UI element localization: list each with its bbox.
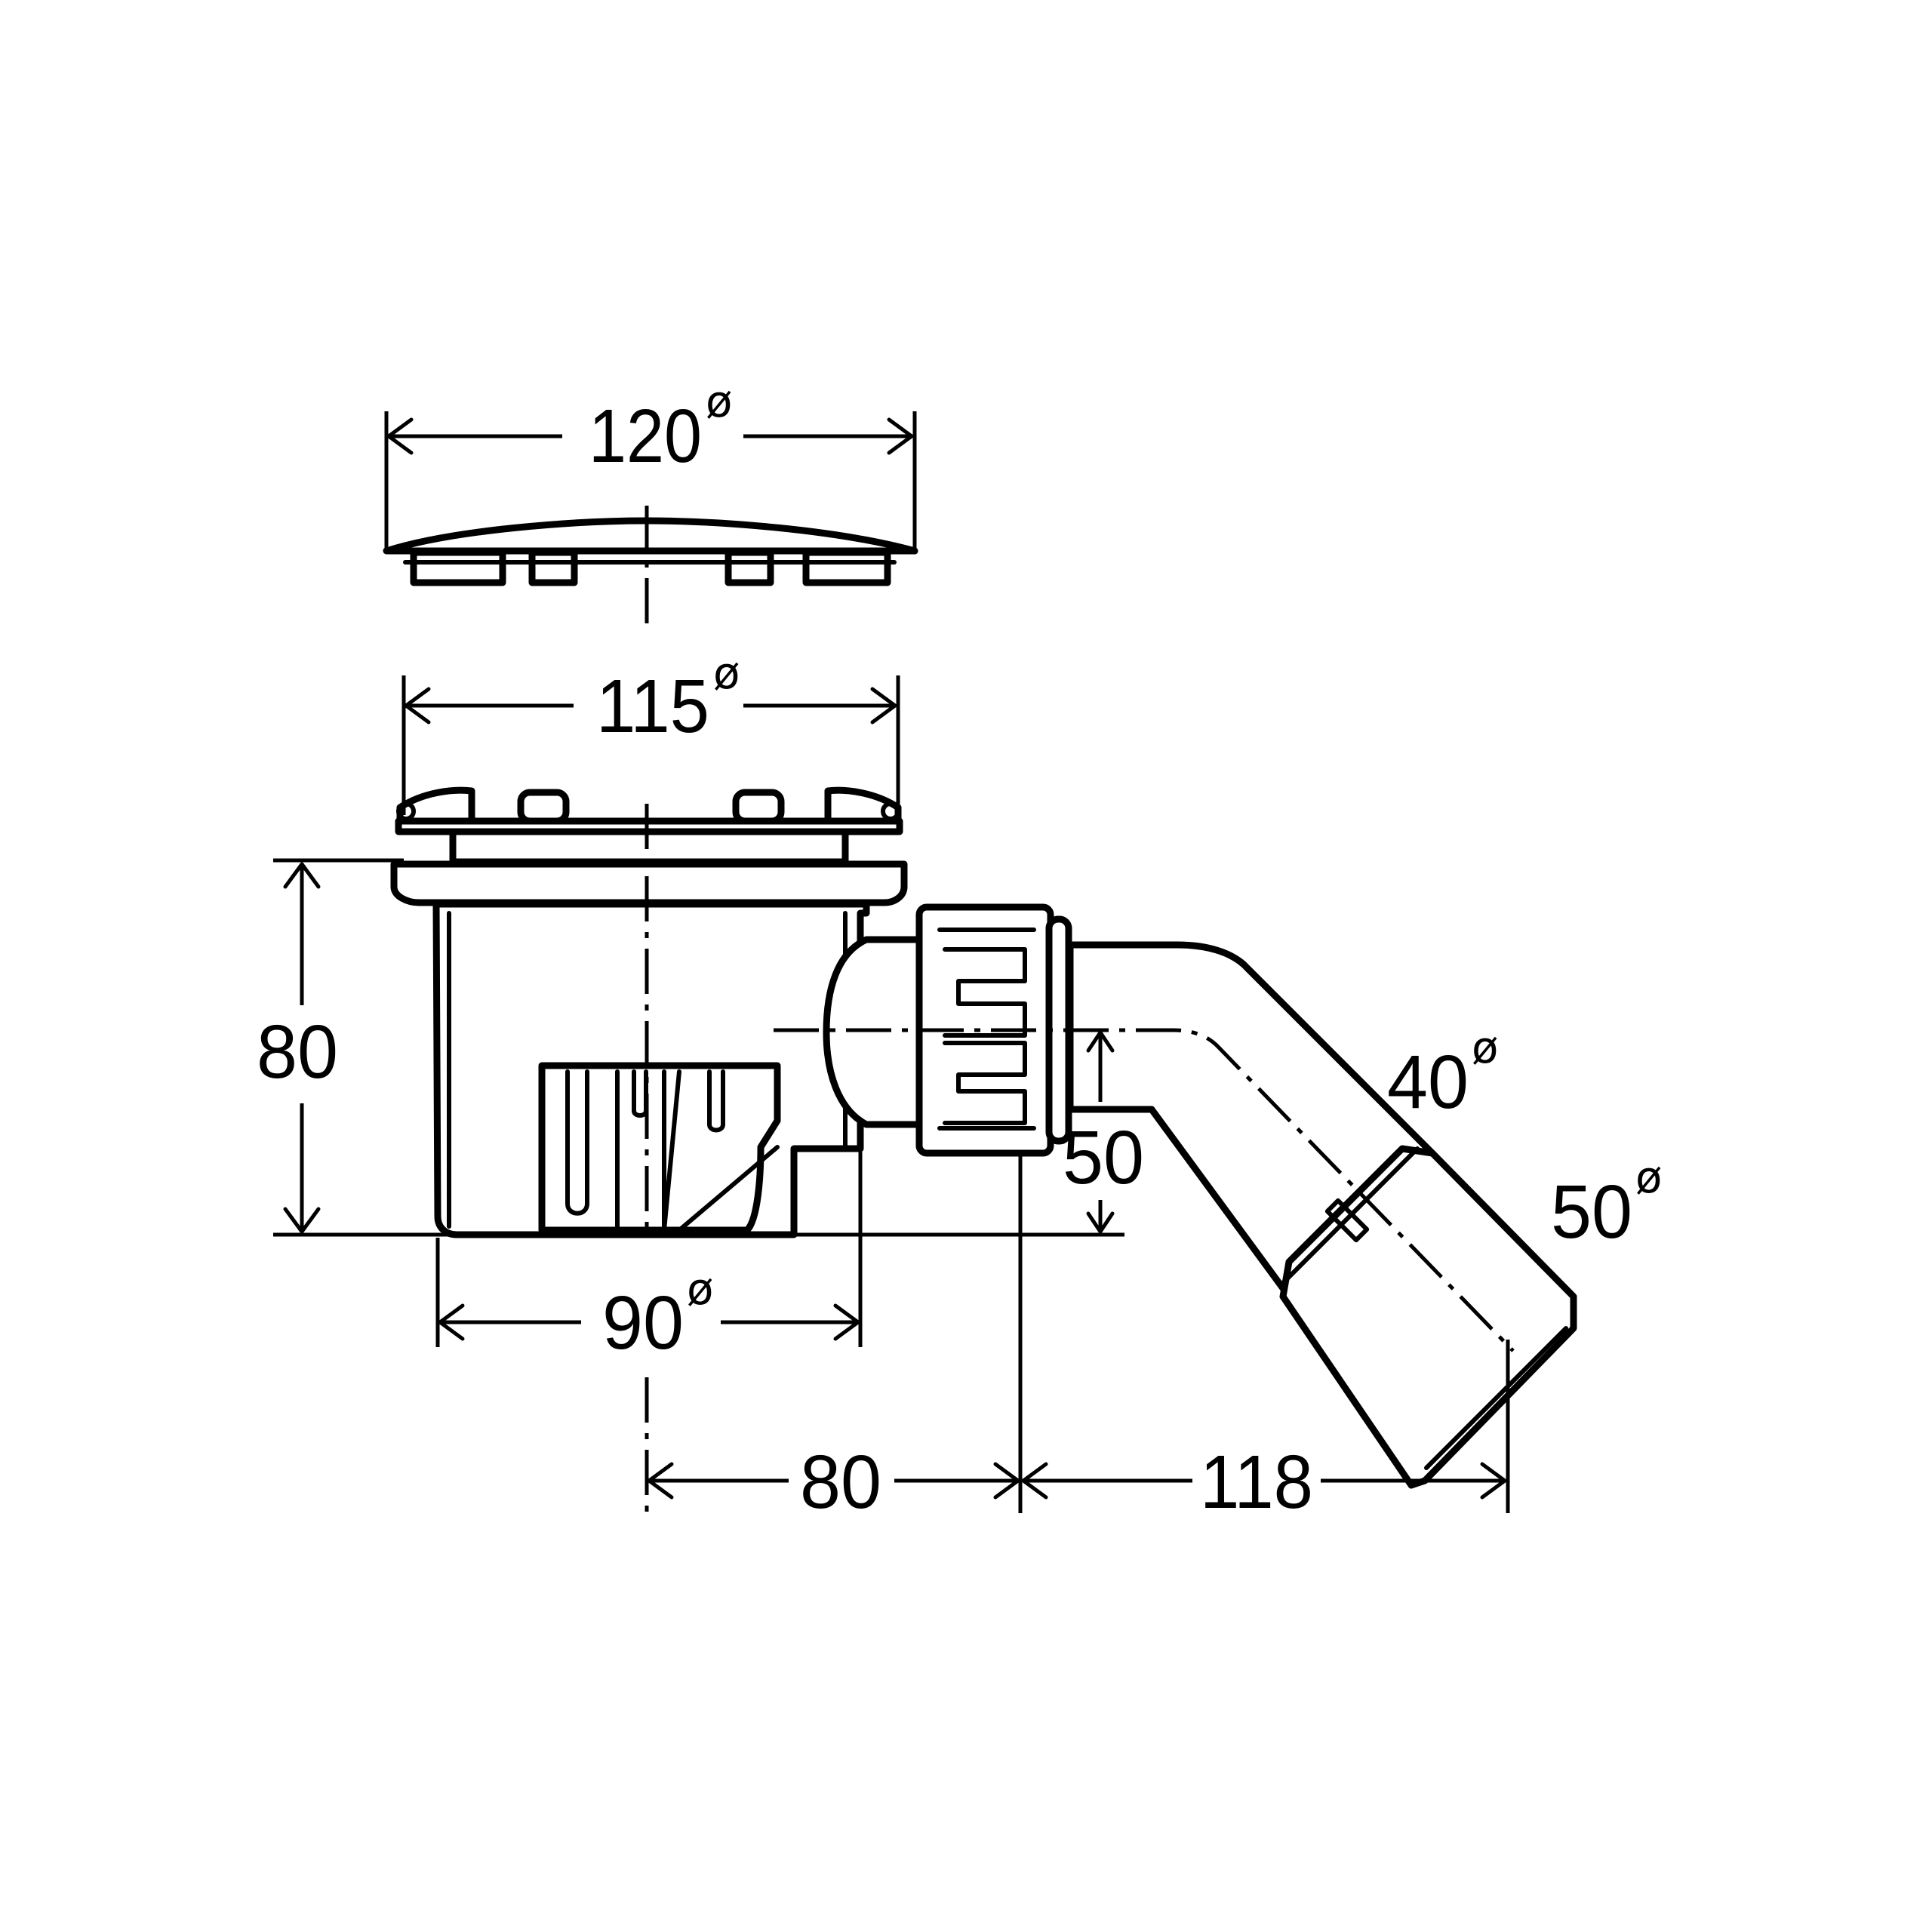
- dim-outlet-height: 50: [1063, 1115, 1144, 1200]
- dim-center-to-nut: 80: [800, 1440, 881, 1524]
- dimension-labels: 120 ø 115 ø 80 90 ø 50 40 ø 50 ø 80 118: [257, 376, 1663, 1524]
- diameter-symbol: ø: [1635, 1152, 1663, 1203]
- dim-outlet-inner-diameter: 40: [1387, 1040, 1469, 1124]
- diameter-symbol: ø: [706, 376, 733, 427]
- diameter-symbol: ø: [687, 1263, 714, 1315]
- dim-nut-to-outlet: 118: [1200, 1440, 1313, 1524]
- angled-outlet-pipe: [1066, 941, 1577, 1489]
- extension-lines: [273, 411, 1510, 1513]
- dimension-lines: [283, 417, 1507, 1500]
- grate-ring: [395, 786, 903, 866]
- dim-body-diameter: 90: [602, 1281, 684, 1365]
- drain-body: [390, 860, 908, 1238]
- outlet-connection: [823, 903, 1072, 1157]
- drain-cover: [383, 517, 918, 586]
- diameter-symbol: ø: [713, 648, 740, 699]
- dim-body-height: 80: [257, 1010, 338, 1094]
- dim-outlet-outer-diameter: 50: [1551, 1170, 1632, 1254]
- dim-cover-diameter: 120: [589, 394, 702, 478]
- dim-flange-diameter: 115: [596, 664, 709, 749]
- center-lines: [645, 506, 1515, 1513]
- diameter-symbol: ø: [1472, 1022, 1499, 1073]
